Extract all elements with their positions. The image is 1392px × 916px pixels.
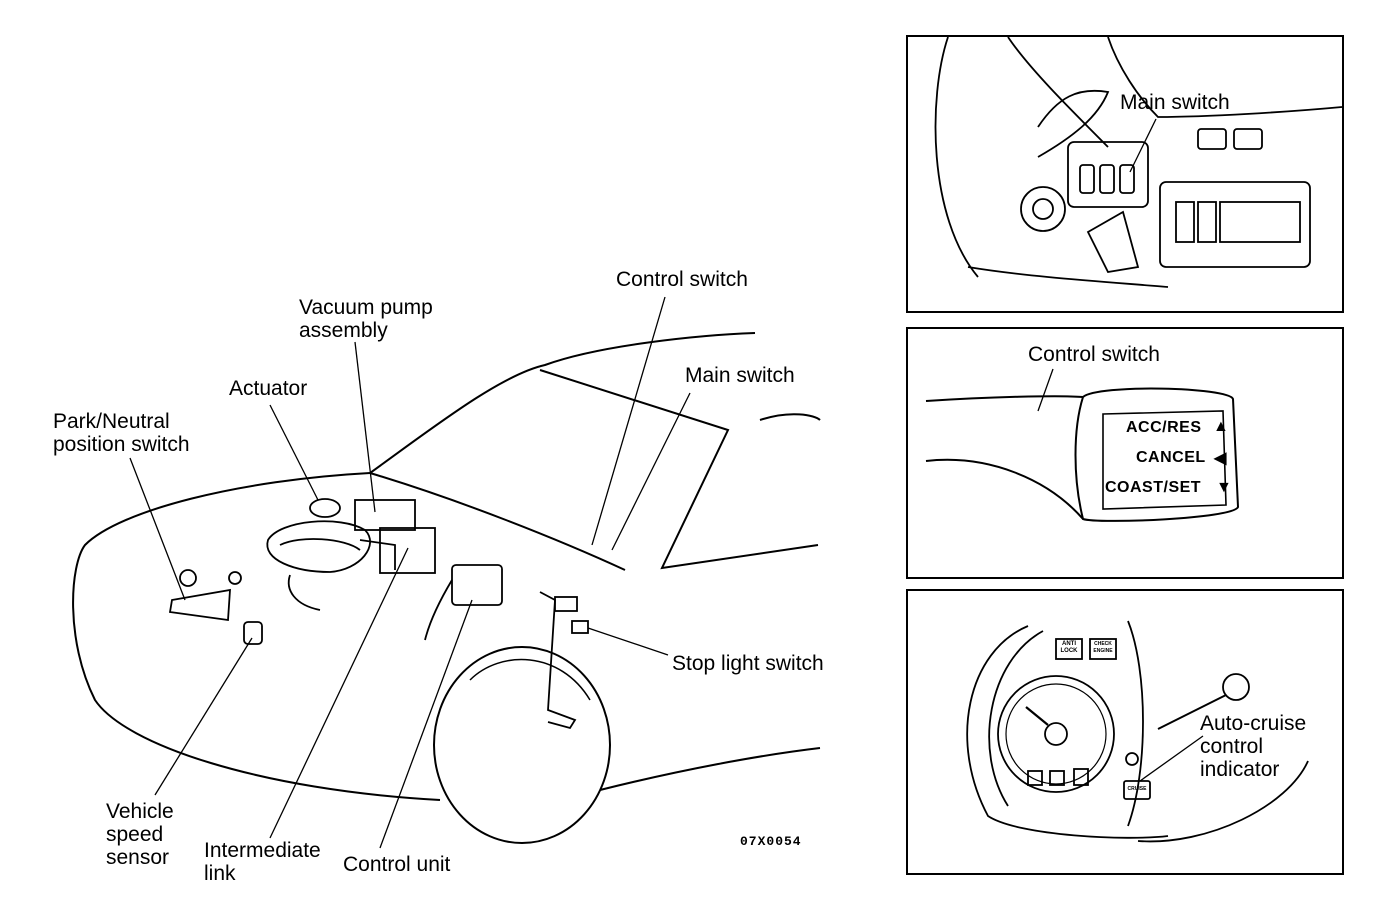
vehicle-speed-label-3: sensor: [106, 846, 170, 869]
anti-lock-lamp-line1: ANTI: [1062, 641, 1076, 647]
front-wheel: [433, 646, 611, 844]
car-body-outline: [72, 332, 821, 801]
intermediate-link-label-2: link: [204, 862, 236, 885]
park-neutral-label-2: position switch: [53, 433, 190, 456]
control-switch-panel: Control switch ACC/RES ▲ CANCEL ◀ COAST/…: [906, 327, 1344, 579]
vehicle-speed-label-2: speed: [106, 823, 164, 846]
check-engine-lamp: CHECK ENGINE: [1091, 641, 1115, 655]
stop-light-switch-label: Stop light switch: [672, 652, 824, 675]
triangle-up-icon: ▲: [1213, 418, 1230, 435]
triangle-left-icon: ◀: [1214, 450, 1227, 467]
check-engine-lamp-line2: ENGINE: [1093, 648, 1113, 654]
control-switch-label: Control switch: [616, 268, 748, 291]
cruise-lamp: CRUISE: [1127, 786, 1147, 792]
vacuum-pump-part: [354, 499, 436, 574]
figure-code: 07X0054: [740, 834, 802, 849]
vehicle-speed-label-1: Vehicle: [106, 800, 174, 823]
leader-lines: [129, 296, 691, 849]
auto-cruise-label-3: indicator: [1200, 758, 1280, 781]
dashboard-illustration: [934, 37, 1342, 288]
auto-cruise-label-1: Auto-cruise: [1200, 712, 1307, 735]
control-unit-label: Control unit: [343, 853, 451, 876]
panel-main-switch-label: Main switch: [1120, 91, 1230, 114]
triangle-down-icon: ▼: [1216, 479, 1233, 496]
actuator-label: Actuator: [229, 377, 308, 400]
park-neutral-label-1: Park/Neutral: [53, 410, 170, 433]
auto-cruise-label-2: control: [1200, 735, 1264, 758]
vehicle-speed-sensor-part: [243, 621, 263, 645]
main-switch-label: Main switch: [685, 364, 795, 387]
acc-res-label: ACC/RES: [1126, 419, 1202, 436]
instrument-cluster-panel: ANTI LOCK CHECK ENGINE CRUISE Auto-cruis…: [906, 589, 1344, 875]
check-engine-lamp-line1: CHECK: [1094, 641, 1112, 647]
vacuum-pump-label-2: assembly: [299, 319, 388, 342]
anti-lock-lamp: ANTI LOCK: [1057, 641, 1081, 655]
coast-set-label: COAST/SET: [1105, 479, 1202, 496]
main-switch-panel: Main switch: [906, 35, 1344, 313]
brake-pedal-part: [539, 591, 589, 730]
cluster-illustration: [966, 620, 1309, 843]
control-unit-part: [424, 564, 503, 641]
panel-control-switch-label: Control switch: [1028, 343, 1160, 366]
cancel-label: CANCEL: [1136, 449, 1206, 466]
vacuum-pump-label-1: Vacuum pump: [299, 296, 433, 319]
actuator-part: [266, 498, 371, 611]
vehicle-diagram: [72, 296, 821, 849]
intermediate-link-label-1: Intermediate: [204, 839, 321, 862]
park-neutral-switch-part: [168, 569, 242, 622]
stalk-illustration: [925, 368, 1240, 522]
anti-lock-lamp-line2: LOCK: [1060, 648, 1078, 654]
